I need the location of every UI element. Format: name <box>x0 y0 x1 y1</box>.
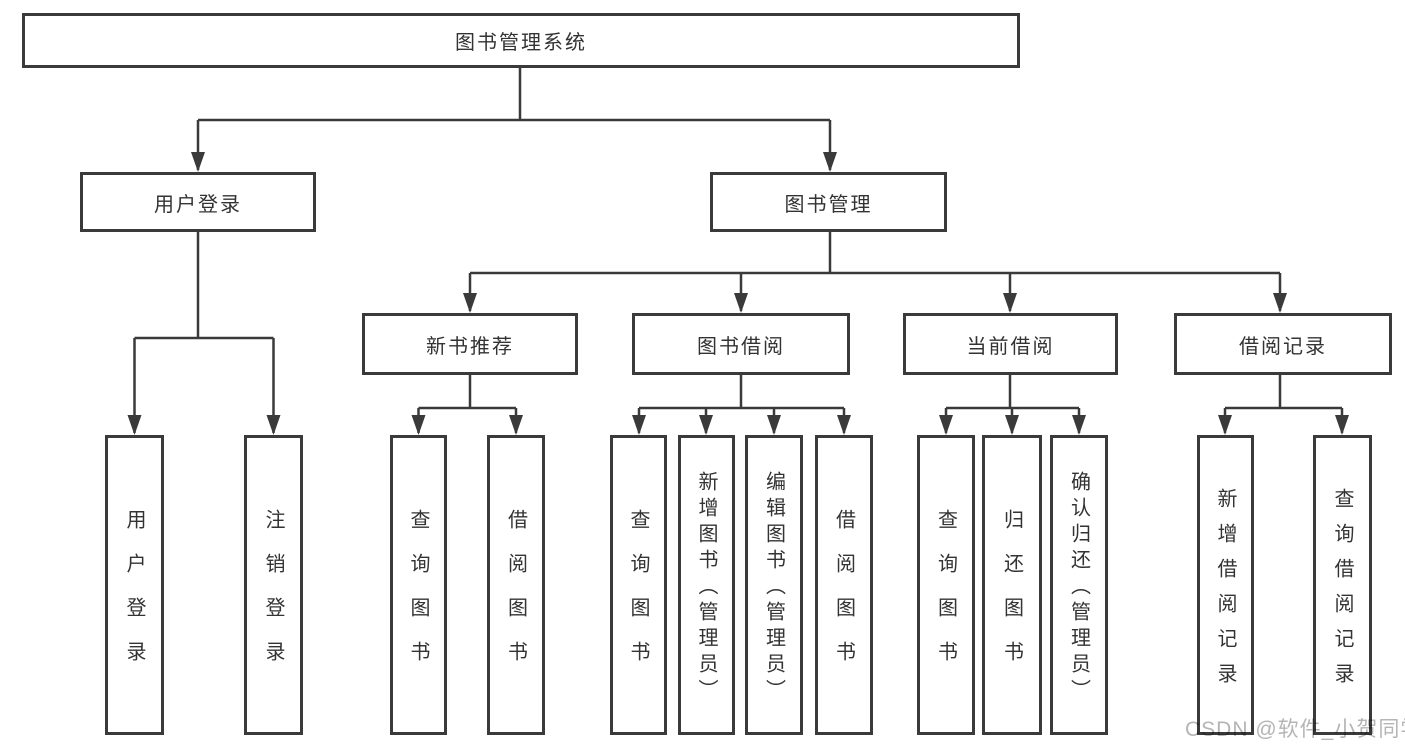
leaf-query-borrow-record: 查询借阅记录 <box>1313 435 1372 735</box>
node-borrow-records: 借阅记录 <box>1174 313 1392 375</box>
leaf-add-books-admin: 新增图书（管理员） <box>678 435 735 735</box>
node-current-borrow: 当前借阅 <box>903 313 1118 375</box>
node-book-borrow: 图书借阅 <box>632 313 850 375</box>
leaf-query-books-recommend: 查询图书 <box>390 435 447 735</box>
node-book-management: 图书管理 <box>710 172 947 232</box>
node-new-book-recommend: 新书推荐 <box>362 313 578 375</box>
leaf-add-borrow-record: 新增借阅记录 <box>1197 435 1254 735</box>
leaf-return-books: 归还图书 <box>982 435 1042 735</box>
leaf-edit-books-admin: 编辑图书（管理员） <box>745 435 803 735</box>
leaf-borrow-books-recommend: 借阅图书 <box>487 435 545 735</box>
node-user-login: 用户登录 <box>80 172 316 232</box>
node-library-management-system: 图书管理系统 <box>22 13 1020 68</box>
leaf-query-books-borrow: 查询图书 <box>610 435 667 735</box>
leaf-confirm-return-admin: 确认归还（管理员） <box>1050 435 1108 735</box>
leaf-borrow-books: 借阅图书 <box>815 435 873 735</box>
leaf-user-login: 用户登录 <box>105 435 164 735</box>
csdn-watermark: CSDN @软件_小贺同学 <box>1185 718 1405 741</box>
leaf-query-books-current: 查询图书 <box>917 435 975 735</box>
leaf-logout: 注销登录 <box>244 435 303 735</box>
